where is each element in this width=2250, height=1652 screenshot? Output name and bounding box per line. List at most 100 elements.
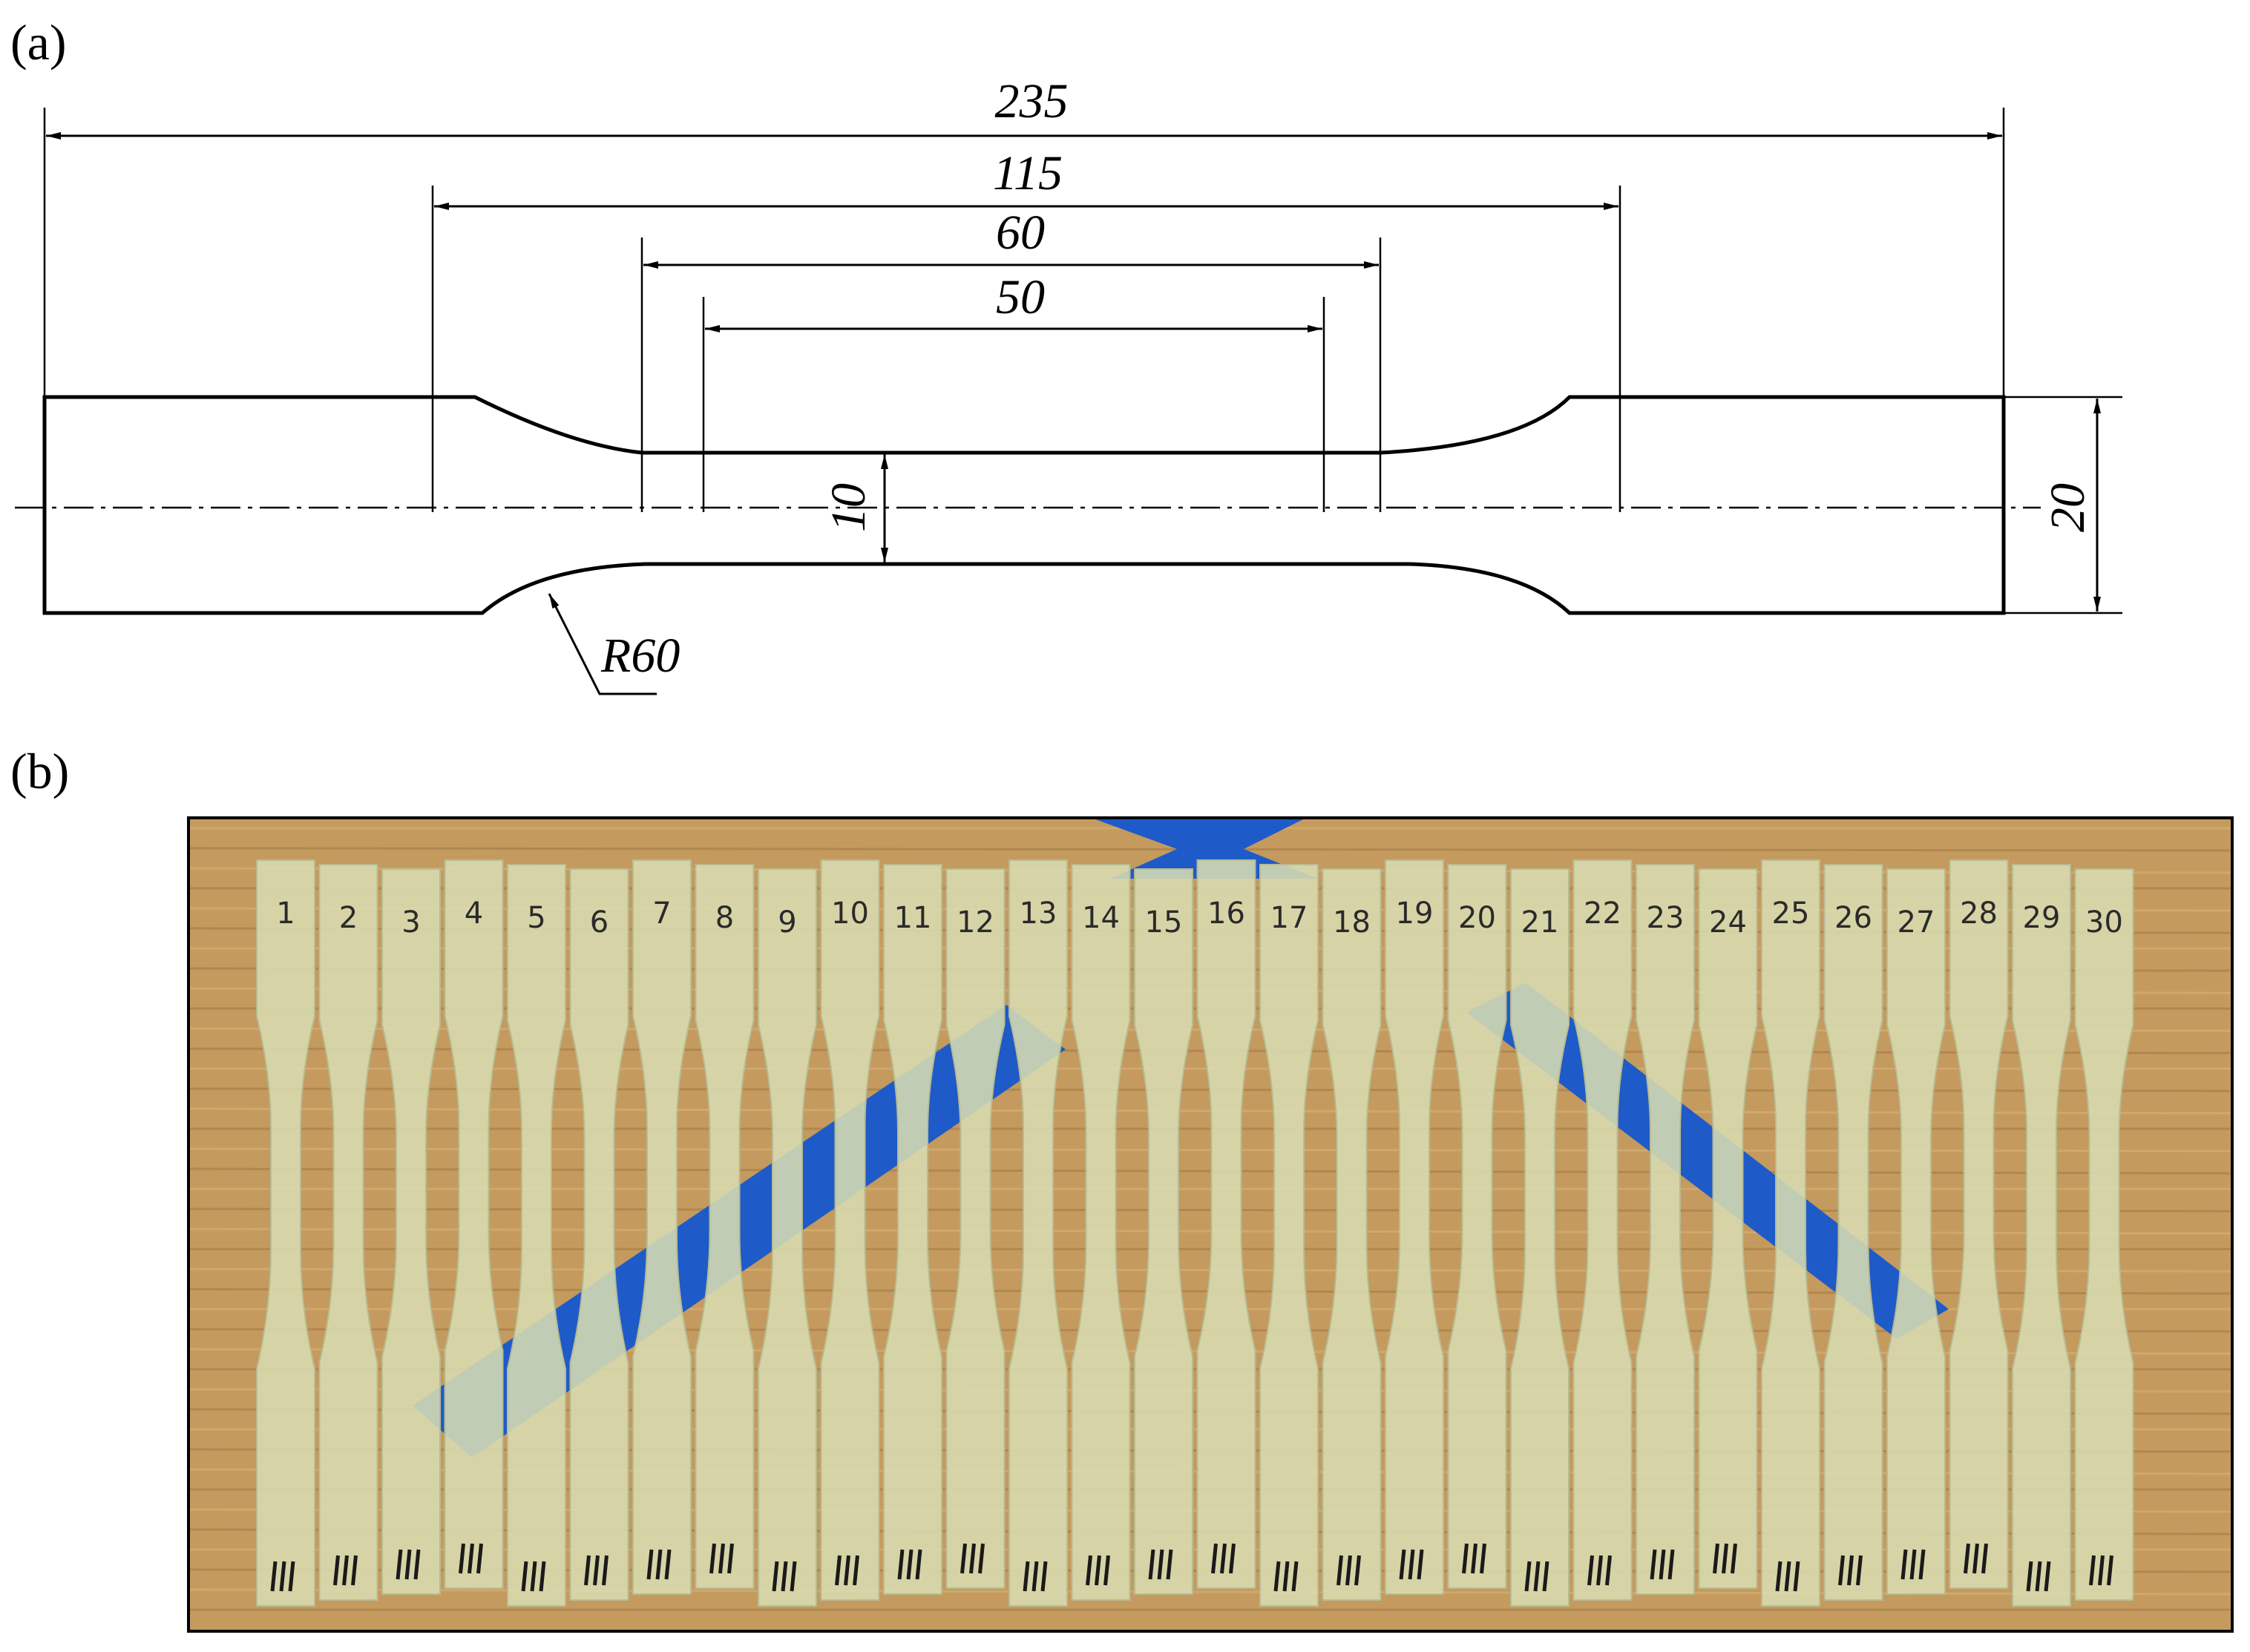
specimen-number-label: 13 [1020,897,1057,931]
specimen-15 [1134,868,1193,1595]
specimen-number-label: 6 [590,905,609,940]
extension-lines [43,108,2122,614]
specimen-number-label: 8 [715,901,734,935]
specimen-number-label: 11 [894,901,932,935]
specimen-number-label: 30 [2085,905,2123,940]
marker-hatch [1784,1561,1791,1592]
dim-20-text: 20 [2041,483,2095,532]
marker-hatch [1157,1549,1164,1580]
marker-hatch [342,1555,349,1586]
marker-hatch [1596,1555,1603,1586]
specimen-14 [1071,864,1131,1601]
marker-hatch [270,1561,278,1592]
specimen-number-label: 10 [831,897,869,931]
specimen-number-label: 22 [1584,897,1621,931]
marker-hatch [915,1549,922,1580]
specimen-1 [256,859,315,1607]
marker-hatch [655,1549,663,1580]
specimen-4 [444,859,504,1589]
marker-hatch [1471,1543,1477,1574]
specimen-12 [945,868,1006,1589]
marker-hatch [772,1561,779,1592]
marker-hatch [1964,1543,1970,1574]
specimen-24 [1698,868,1758,1589]
marker-hatch [288,1561,295,1592]
marker-hatch [1086,1555,1092,1586]
marker-hatch [1166,1549,1173,1580]
marker-hatch [1793,1561,1800,1592]
marker-hatch [906,1549,914,1580]
marker-hatch [1354,1555,1361,1586]
marker-hatch [1918,1549,1926,1580]
marker-hatch [1399,1549,1406,1580]
marker-hatch [333,1555,340,1586]
specimen-8 [695,864,755,1589]
dim-10-text: 10 [821,483,876,532]
marker-hatch [2098,1555,2105,1586]
marker-hatch [584,1555,591,1586]
specimen-22 [1572,859,1633,1601]
panel-label-b: (b) [10,743,70,799]
panel-label-a: (a) [10,14,67,71]
marker-hatch [1972,1543,1979,1574]
marker-hatch [1847,1555,1854,1586]
marker-hatch [1417,1549,1424,1580]
marker-hatch [2107,1555,2113,1586]
specimen-number-label: 14 [1082,901,1120,935]
specimen-29 [2012,864,2071,1607]
marker-hatch [602,1555,609,1586]
marker-hatch [1336,1555,1343,1586]
marker-hatch [1533,1561,1541,1592]
marker-hatch [530,1561,537,1592]
dim-115-text: 115 [993,146,1063,200]
specimen-16 [1196,859,1256,1589]
dim-r60-text: R60 [600,629,680,683]
specimen-number-label: 7 [652,897,671,931]
marker-hatch [1220,1543,1227,1574]
marker-hatch [1542,1561,1549,1592]
marker-hatch [1273,1561,1281,1592]
specimen-9 [758,868,817,1607]
marker-hatch [1981,1543,1988,1574]
marker-hatch [1462,1543,1469,1574]
specimen-6 [569,868,629,1601]
specimen-number-label: 24 [1709,905,1747,940]
specimen-23 [1636,864,1695,1595]
marker-hatch [969,1543,976,1574]
radius-leader [548,593,657,695]
specimen-number-label: 15 [1145,905,1183,940]
marker-hatch [468,1543,474,1574]
specimen-27 [1886,868,1946,1595]
marker-hatch [1838,1555,1845,1586]
specimen-drawing: 235 115 60 50 10 20 R60 [15,74,2122,695]
marker-hatch [1659,1549,1666,1580]
marker-hatch [1408,1549,1415,1580]
marker-hatch [853,1555,859,1586]
specimen-19 [1385,859,1444,1595]
marker-hatch [1775,1561,1782,1592]
marker-hatch [1650,1549,1657,1580]
marker-hatch [1909,1549,1917,1580]
marker-hatch [781,1561,788,1592]
marker-hatch [1480,1543,1486,1574]
specimen-number-label: 20 [1458,901,1496,935]
marker-hatch [1031,1561,1039,1592]
marker-hatch [539,1561,546,1592]
marker-hatch [1282,1561,1290,1592]
dim-60-text: 60 [996,206,1045,260]
marker-hatch [1229,1543,1236,1574]
specimen-30 [2074,868,2134,1601]
specimen-number-label: 16 [1207,897,1245,931]
specimen-number-label: 2 [339,901,358,935]
marker-hatch [1524,1561,1532,1592]
specimen-18 [1322,868,1382,1601]
specimen-21 [1510,868,1570,1607]
specimen-11 [883,864,942,1595]
specimen-number-label: 9 [778,905,796,940]
marker-hatch [960,1543,967,1574]
dim-50-text: 50 [996,270,1045,324]
specimen-17 [1259,864,1319,1607]
marker-hatch [709,1543,716,1574]
marker-hatch [1291,1561,1299,1592]
